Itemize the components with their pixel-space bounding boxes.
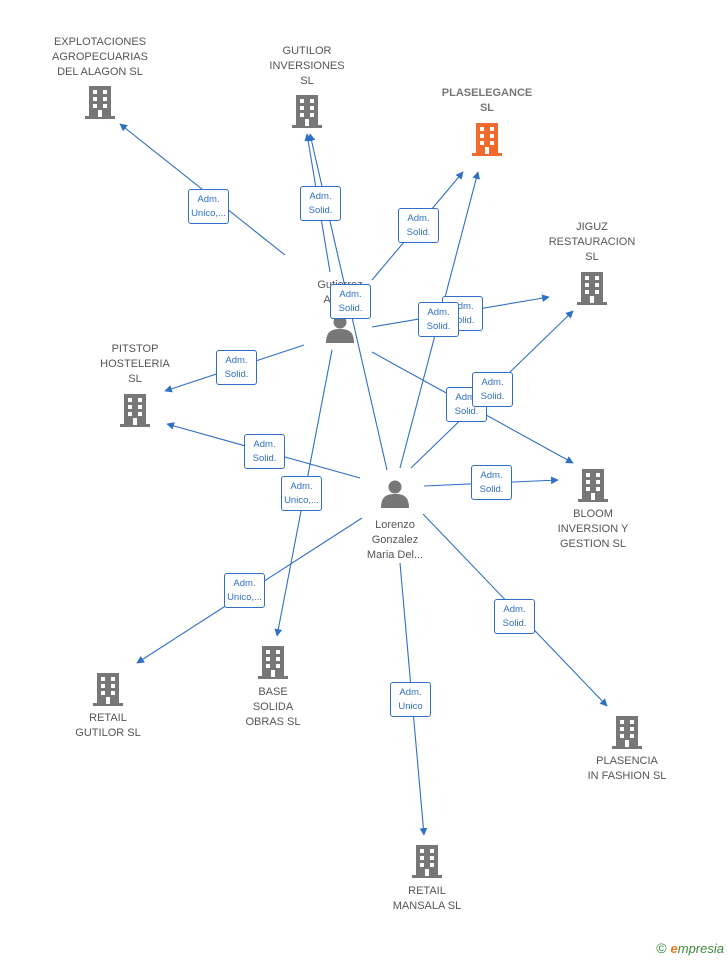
edge-label-lorenzo-plaselegance[interactable]: Adm. Solid. xyxy=(418,302,459,337)
building-icon-pitstop[interactable] xyxy=(120,394,150,427)
edge-label-gutierrez-plaselegance[interactable]: Adm. Solid. xyxy=(398,208,439,243)
edge-label-lorenzo-retail_mansala[interactable]: Adm. Unico xyxy=(390,682,431,717)
edge-label-lorenzo-pitstop[interactable]: Adm. Solid. xyxy=(244,434,285,469)
building-icon-explotaciones[interactable] xyxy=(85,86,115,119)
building-icon-gutilor[interactable] xyxy=(292,95,322,128)
company-label-plasencia[interactable]: PLASENCIA IN FASHION SL xyxy=(587,755,667,782)
company-label-gutilor[interactable]: GUTILOR INVERSIONES SL xyxy=(269,45,345,87)
company-label-jiguz[interactable]: JIGUZ RESTAURACION SL xyxy=(548,221,636,263)
building-icon-base_solida[interactable] xyxy=(258,646,288,679)
edge-label-lorenzo-retail_gutilor[interactable]: Adm. Unico,... xyxy=(224,573,265,608)
company-label-base_solida[interactable]: BASE SOLIDA OBRAS SL xyxy=(245,686,301,728)
company-label-explotaciones[interactable]: EXPLOTACIONES AGROPECUARIAS DEL ALAGON S… xyxy=(52,36,148,78)
brand-logo[interactable]: ©empresia xyxy=(656,940,724,956)
company-label-plaselegance[interactable]: PLASELEGANCE SL xyxy=(441,87,533,114)
edge-label-lorenzo-jiguz[interactable]: Adm. Solid. xyxy=(472,372,513,407)
company-label-retail_gutilor[interactable]: RETAIL GUTILOR SL xyxy=(75,712,141,739)
building-icon-retail_gutilor[interactable] xyxy=(93,673,123,706)
edge-label-gutierrez-pitstop[interactable]: Adm. Solid. xyxy=(216,350,257,385)
edge-label-gutierrez-gutilor[interactable]: Adm. Solid. xyxy=(300,186,341,221)
person-icon-lorenzo[interactable] xyxy=(381,480,409,509)
edge-label-lorenzo-plasencia[interactable]: Adm. Solid. xyxy=(494,599,535,634)
brand-initial: e xyxy=(670,941,678,956)
company-label-bloom[interactable]: BLOOM INVERSION Y GESTION SL xyxy=(557,508,629,550)
person-icon-gutierrez[interactable] xyxy=(326,315,354,344)
company-label-pitstop[interactable]: PITSTOP HOSTELERIA SL xyxy=(100,343,170,385)
copyright-icon: © xyxy=(656,940,667,956)
building-icon-jiguz[interactable] xyxy=(577,272,607,305)
nodes-layer xyxy=(85,86,642,878)
edge-label-gutierrez-base_solida[interactable]: Adm. Unico,... xyxy=(281,476,322,511)
building-icon-plaselegance[interactable] xyxy=(472,123,502,156)
brand-name: mpresia xyxy=(677,941,724,956)
edge-label-gutierrez-explotaciones[interactable]: Adm. Unico,... xyxy=(188,189,229,224)
building-icon-bloom[interactable] xyxy=(578,469,608,502)
person-label-lorenzo[interactable]: Lorenzo Gonzalez Maria Del... xyxy=(366,519,424,561)
company-label-retail_mansala[interactable]: RETAIL MANSALA SL xyxy=(392,885,462,912)
edge-label-lorenzo-gutilor[interactable]: Adm. Solid. xyxy=(330,284,371,319)
building-icon-retail_mansala[interactable] xyxy=(412,845,442,878)
edge-label-lorenzo-bloom[interactable]: Adm. Solid. xyxy=(471,465,512,500)
building-icon-plasencia[interactable] xyxy=(612,716,642,749)
